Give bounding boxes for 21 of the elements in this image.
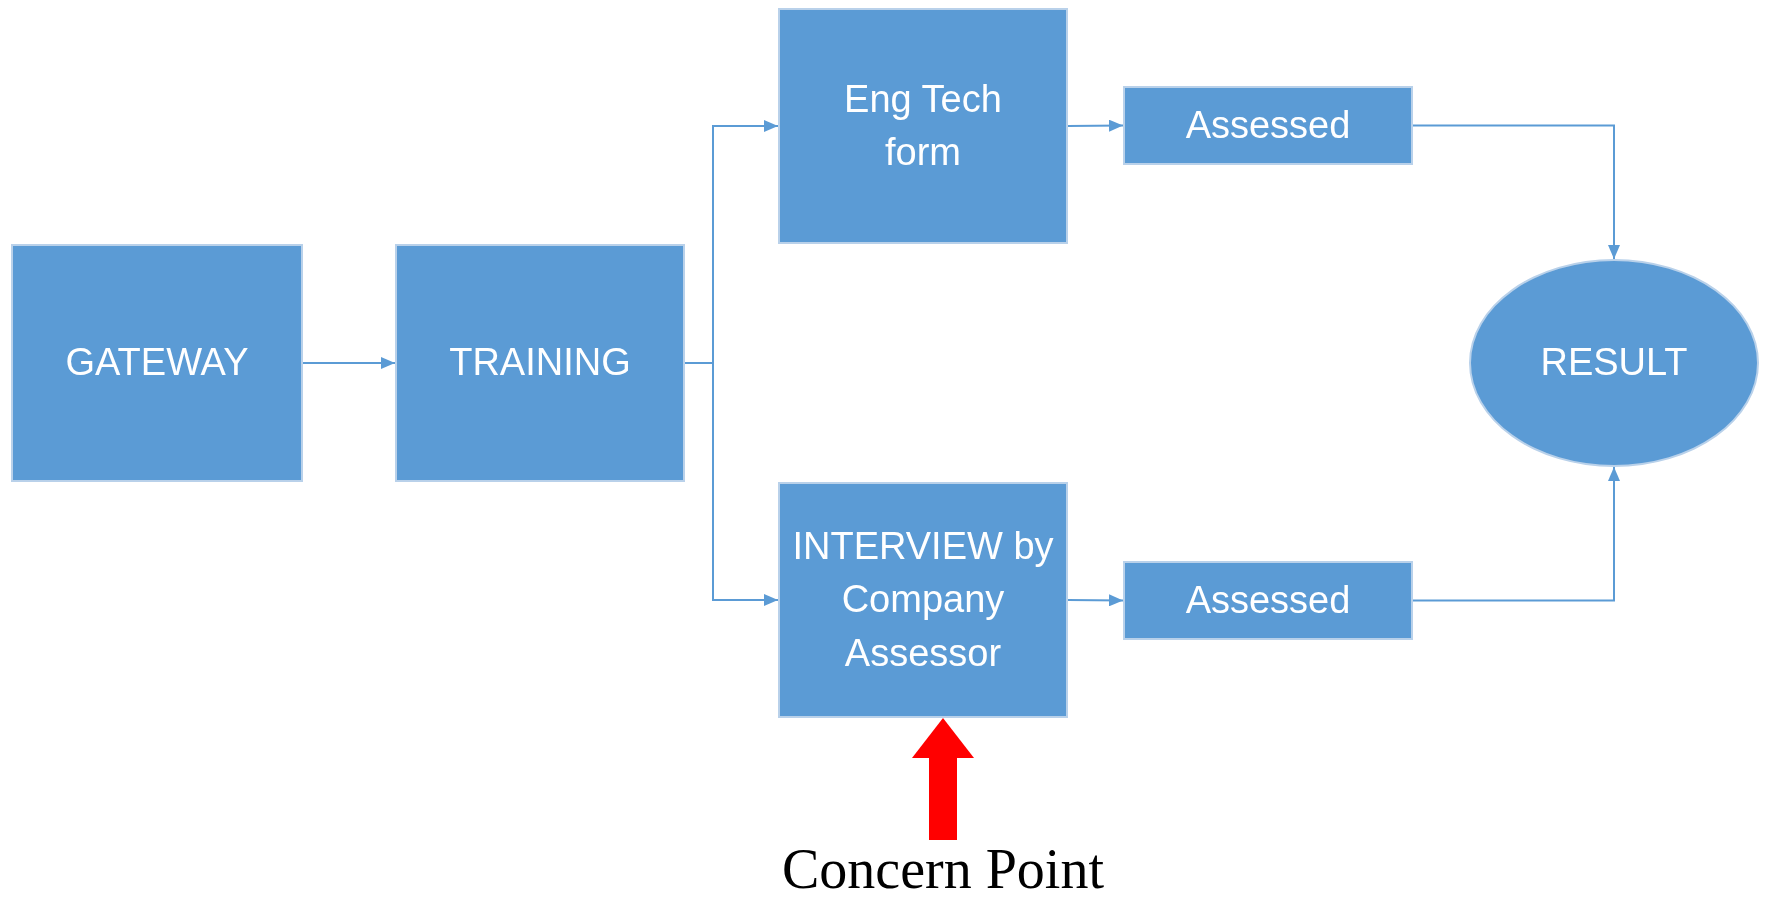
node-label: TRAINING — [449, 340, 631, 386]
process-box — [395, 244, 685, 482]
arrow — [1412, 124, 1620, 260]
node-label: Eng Tech form — [843, 76, 1003, 175]
arrow — [684, 362, 779, 606]
node-label: Assessed — [1185, 577, 1351, 623]
node-label: GATEWAY — [65, 340, 249, 386]
process-box — [778, 8, 1068, 244]
arrow — [1067, 594, 1124, 607]
node-label: INTERVIEW by Company Assessor — [791, 524, 1055, 676]
process-box — [11, 244, 303, 482]
node-label: Assessed — [1185, 102, 1351, 148]
process-box — [1123, 86, 1413, 165]
concern-arrow — [912, 718, 974, 840]
concern-point-label: Concern Point — [753, 840, 1133, 898]
arrow — [302, 357, 396, 369]
node-label: RESULT — [1540, 340, 1688, 386]
process-box — [778, 482, 1068, 718]
arrow — [1412, 466, 1620, 602]
process-box — [1123, 561, 1413, 640]
arrow — [1067, 119, 1124, 132]
